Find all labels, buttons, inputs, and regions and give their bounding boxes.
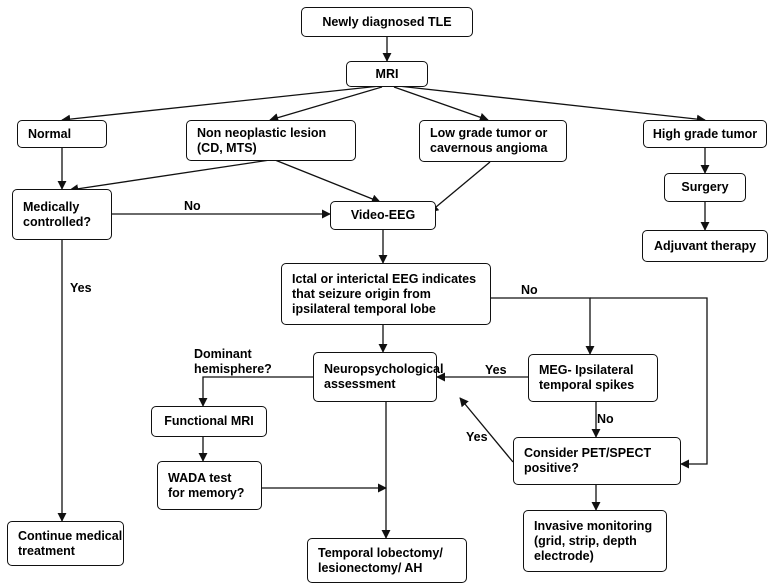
node-non-neoplastic-lesion: Non neoplastic lesion (CD, MTS) <box>186 120 356 161</box>
node-low-grade-tumor: Low grade tumor or cavernous angioma <box>419 120 567 162</box>
node-ictal-eeg: Ictal or interictal EEG indicates that s… <box>281 263 491 325</box>
edge-ictal-no-to-pet <box>590 297 708 469</box>
node-adjuvant-therapy: Adjuvant therapy <box>642 230 768 262</box>
edge-mri-to-low-grade <box>393 86 489 122</box>
edge-mri-to-high-grade <box>397 85 706 124</box>
node-continue-medical-treatment: Continue medical treatment <box>7 521 124 566</box>
node-temporal-lobectomy: Temporal lobectomy/ lesionectomy/ AH <box>307 538 467 583</box>
edge-non-neoplastic-to-video-eeg <box>274 159 381 204</box>
node-pet-spect: Consider PET/SPECT positive? <box>513 437 681 485</box>
edge-mri-to-normal <box>61 85 381 124</box>
node-neuropsychological-assessment: Neuropsychological assessment <box>313 352 443 402</box>
label-no-medically: No <box>184 199 201 213</box>
edge-non-neoplastic-to-medically <box>69 159 271 194</box>
node-functional-mri: Functional MRI <box>151 406 267 437</box>
edge-low-grade-to-video-eeg <box>429 161 491 213</box>
node-meg-ipsilateral: MEG- Ipsilateral temporal spikes <box>528 354 658 402</box>
node-surgery: Surgery <box>664 173 746 202</box>
edge-ictal-no-to-meg <box>491 297 595 355</box>
edge-neuropsych-dominant-to-fmri <box>198 376 313 407</box>
label-no-meg: No <box>597 412 614 426</box>
edge-pet-yes-to-neuropsych <box>459 397 514 463</box>
node-high-grade-tumor: High grade tumor <box>643 120 767 148</box>
label-dominant-hemisphere: Dominant hemisphere? <box>194 347 272 376</box>
node-wada-test: WADA test for memory? <box>157 461 262 510</box>
node-video-eeg: Video-EEG <box>330 201 436 230</box>
label-yes-pet: Yes <box>466 430 488 444</box>
label-yes-meg: Yes <box>485 363 507 377</box>
node-invasive-monitoring: Invasive monitoring (grid, strip, depth … <box>523 510 667 572</box>
node-mri: MRI <box>346 61 428 87</box>
label-yes-medically: Yes <box>70 281 92 295</box>
label-no-ictal: No <box>521 283 538 297</box>
node-medically-controlled: Medically controlled? <box>12 189 112 240</box>
node-normal: Normal <box>17 120 107 148</box>
edge-mri-to-non-neoplastic <box>269 86 383 123</box>
node-newly-diagnosed-tle: Newly diagnosed TLE <box>301 7 473 37</box>
